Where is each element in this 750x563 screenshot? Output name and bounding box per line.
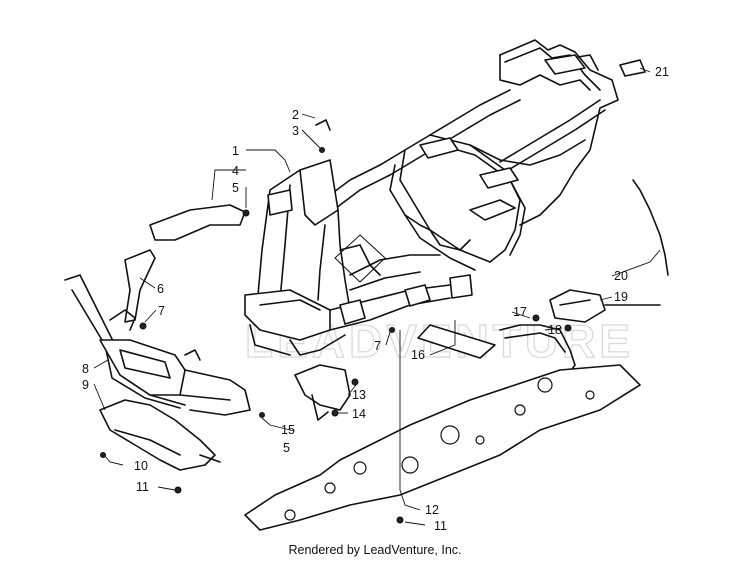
callout-9: 9	[82, 378, 89, 392]
callout-2: 2	[292, 108, 299, 122]
callout-14: 14	[352, 407, 366, 421]
decal-plate	[619, 59, 646, 77]
fastener-icon	[389, 327, 395, 333]
bumper-support	[124, 249, 156, 323]
cable	[632, 179, 669, 276]
callout-19: 19	[614, 290, 628, 304]
callout-16: 16	[411, 348, 425, 362]
callout-6: 6	[157, 282, 164, 296]
screw-icon	[259, 412, 265, 418]
callout-21: 21	[655, 65, 669, 79]
callout-11: 11	[136, 480, 149, 494]
bolt-icon	[139, 322, 147, 330]
callout-5: 5	[232, 181, 239, 195]
leader-lines	[93, 67, 661, 526]
footrest-bracket-right	[499, 289, 661, 373]
screw-icon	[396, 516, 404, 524]
skid-plate	[244, 364, 641, 531]
main-frame	[244, 39, 619, 356]
screw-icon	[174, 486, 182, 494]
callout-10: 10	[134, 459, 148, 473]
nut-icon	[564, 324, 572, 332]
callout-1: 1	[232, 144, 239, 158]
callout-18: 18	[548, 323, 562, 337]
upper-bracket	[149, 204, 246, 241]
callout-12: 12	[425, 503, 439, 517]
callout-7: 7	[158, 304, 165, 318]
callout-11: 11	[434, 519, 447, 533]
nut-icon	[242, 209, 250, 217]
callout-15: 15	[281, 423, 295, 437]
callout-5: 5	[283, 441, 290, 455]
callout-3: 3	[292, 124, 299, 138]
front-skid-guard	[99, 399, 221, 471]
bolt-icon	[532, 314, 540, 322]
callout-4: 4	[232, 164, 239, 178]
skid-strip	[417, 324, 496, 359]
mount-bracket	[294, 364, 359, 421]
callout-20: 20	[614, 269, 628, 283]
callout-13: 13	[352, 388, 366, 402]
render-credit: Rendered by LeadVenture, Inc.	[288, 543, 462, 557]
pin-icon	[319, 147, 325, 153]
front-bumper	[64, 274, 251, 416]
callout-8: 8	[82, 362, 89, 376]
screw-icon	[100, 452, 106, 458]
callout-17: 17	[513, 305, 527, 319]
clip-icon	[315, 119, 331, 131]
callout-7: 7	[374, 339, 381, 353]
